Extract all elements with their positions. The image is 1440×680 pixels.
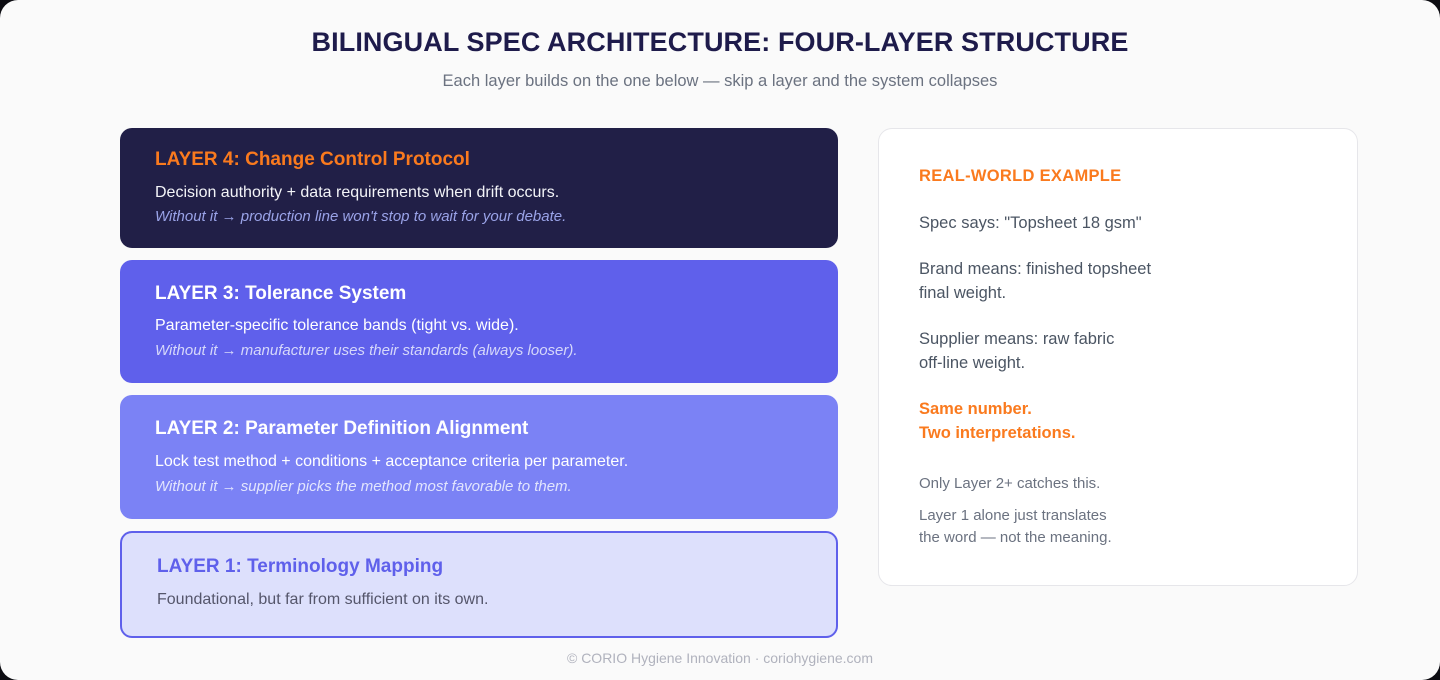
- layer-3-note: Without it → manufacturer uses their sta…: [155, 341, 578, 359]
- layer-card-1: LAYER 1: Terminology Mapping Foundationa…: [120, 530, 838, 639]
- layer-stack: LAYER 4: Change Control Protocol Decisio…: [120, 128, 838, 639]
- example-brand-means-line2: final weight.: [919, 283, 1007, 302]
- page-subtitle: Each layer builds on the one below — ski…: [442, 72, 998, 91]
- layer-card-2: LAYER 2: Parameter Definition Alignment …: [120, 395, 838, 519]
- layer-1-title: LAYER 1: Terminology Mapping: [157, 555, 444, 577]
- layer-4-note: Without it → production line won't stop …: [155, 208, 567, 226]
- layer-card-3: LAYER 3: Tolerance System Parameter-spec…: [120, 259, 838, 384]
- example-brand-means: Brand means: finished topsheet final wei…: [919, 258, 1317, 306]
- layer-4-title: LAYER 4: Change Control Protocol: [155, 149, 470, 170]
- example-supplier-means-line1: Supplier means: raw fabric: [919, 329, 1115, 348]
- example-supplier-means: Supplier means: raw fabric off-line weig…: [919, 328, 1317, 376]
- example-emphasis-line-1: Same number.: [919, 399, 1032, 418]
- layer-2-note: Without it → supplier picks the method m…: [155, 477, 572, 495]
- example-emphasis-line-2: Two interpretations.: [919, 423, 1076, 442]
- layer-card-4: LAYER 4: Change Control Protocol Decisio…: [120, 128, 838, 248]
- example-note-line-3: the word — not the meaning.: [919, 528, 1112, 546]
- footer: © CORIO Hygiene Innovation · coriohygien…: [566, 650, 873, 666]
- example-note-line-2: Layer 1 alone just translates: [919, 507, 1107, 525]
- example-brand-means-line1: Brand means: finished topsheet: [919, 259, 1152, 278]
- example-note-line-1: Only Layer 2+ catches this.: [919, 475, 1101, 493]
- layer-1-description: Foundational, but far from sufficient on…: [157, 590, 489, 608]
- layer-3-description: Parameter-specific tolerance bands (tigh…: [155, 317, 519, 335]
- example-heading: REAL-WORLD EXAMPLE: [919, 167, 1122, 185]
- example-note-lines-2-3: Layer 1 alone just translates the word —…: [919, 505, 1317, 549]
- layer-2-description: Lock test method + conditions + acceptan…: [155, 452, 629, 470]
- layer-4-description: Decision authority + data requirements w…: [155, 183, 560, 201]
- layer-3-title: LAYER 3: Tolerance System: [155, 282, 407, 304]
- example-column: REAL-WORLD EXAMPLE Spec says: "Topsheet …: [878, 128, 1358, 586]
- example-spec-says: Spec says: "Topsheet 18 gsm": [919, 214, 1142, 232]
- real-world-example-card: REAL-WORLD EXAMPLE Spec says: "Topsheet …: [878, 128, 1358, 586]
- header: BILINGUAL SPEC ARCHITECTURE: FOUR-LAYER …: [0, 0, 1440, 92]
- page-title: BILINGUAL SPEC ARCHITECTURE: FOUR-LAYER …: [311, 27, 1129, 57]
- example-supplier-means-line2: off-line weight.: [919, 353, 1026, 372]
- layer-2-title: LAYER 2: Parameter Definition Alignment: [155, 418, 529, 440]
- main-content: LAYER 4: Change Control Protocol Decisio…: [0, 128, 1440, 639]
